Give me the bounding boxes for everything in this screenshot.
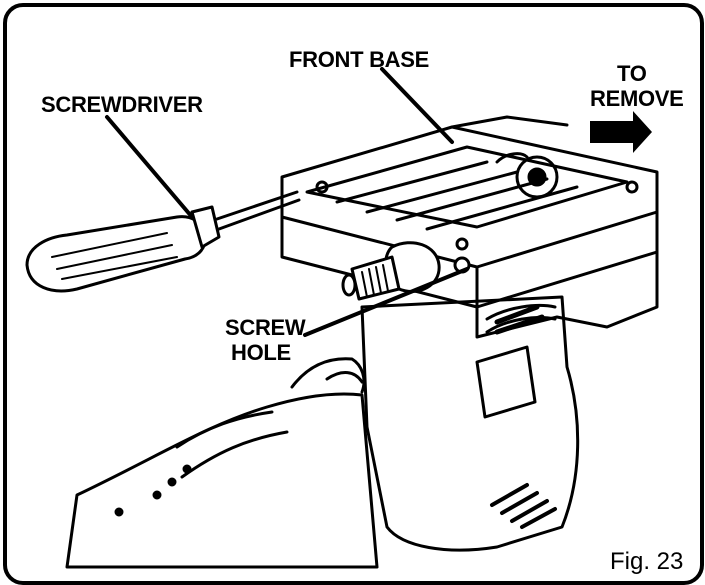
screwdriver-drawing	[27, 192, 299, 291]
screwdriver-label: SCREWDRIVER	[41, 93, 203, 117]
right-arrow-icon	[590, 111, 652, 153]
front-base-drawing	[282, 117, 657, 337]
hand-drawing	[67, 359, 377, 567]
screw-hole-label-line1: SCREW	[225, 316, 305, 340]
figure-caption: Fig. 23	[610, 549, 683, 575]
screw-hole-label-line2: HOLE	[231, 341, 291, 365]
figure-frame: FRONT BASE SCREWDRIVER TO REMOVE SCREW H…	[3, 3, 704, 585]
to-remove-label-line1: TO	[617, 62, 647, 86]
motor-housing	[362, 297, 578, 550]
to-remove-label-line2: REMOVE	[590, 87, 684, 111]
front-base-label: FRONT BASE	[289, 48, 429, 72]
